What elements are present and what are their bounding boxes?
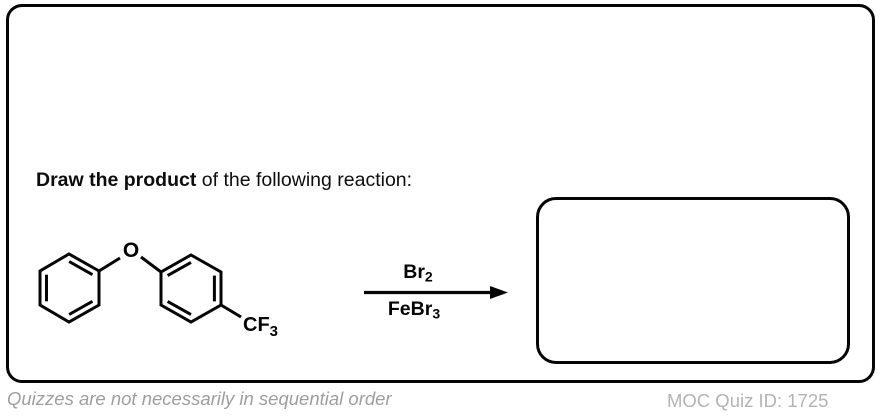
catalyst-below-arrow: FeBr3: [388, 298, 440, 321]
cf3-group-label: CF3: [243, 314, 278, 340]
bond-oxygen-to-right: [140, 255, 162, 274]
question-prompt-rest: of the following reaction:: [196, 169, 413, 191]
reaction-arrow-icon: [364, 286, 508, 299]
question-card: Draw the product of the following reacti…: [6, 4, 875, 383]
question-prompt: Draw the product of the following reacti…: [36, 169, 412, 192]
reagent-br-subscript: 2: [424, 268, 433, 285]
reagent-br-text: Br: [403, 261, 425, 283]
catalyst-febr-subscript: 3: [432, 305, 441, 322]
reagent-above-arrow: Br2: [403, 261, 432, 284]
benzene-ring-right: [159, 253, 223, 324]
bond-left-to-oxygen: [98, 256, 121, 273]
benzene-ring-left: [38, 252, 101, 324]
answer-drawing-area[interactable]: [536, 197, 850, 364]
reactant-bonds: [38, 252, 242, 324]
reactant-structure: O CF3: [38, 239, 278, 340]
catalyst-febr-text: FeBr: [387, 298, 433, 320]
footer-sequence-note: Quizzes are not necessarily in sequentia…: [7, 388, 392, 409]
cf3-main-text: CF: [243, 314, 270, 336]
question-prompt-bold: Draw the product: [36, 169, 197, 191]
oxygen-atom-label: O: [123, 239, 139, 262]
bond-to-cf3: [220, 303, 242, 319]
cf3-subscript: 3: [270, 323, 278, 340]
quiz-id-label: MOC Quiz ID: 1725: [667, 390, 829, 411]
